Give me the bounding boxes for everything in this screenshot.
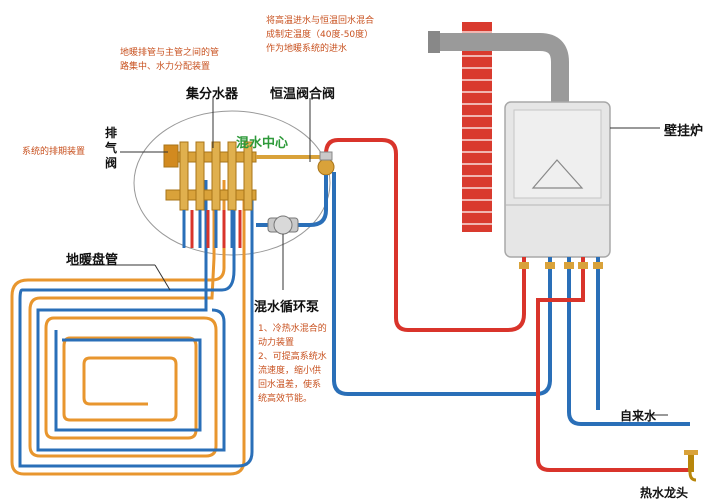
- manifold: [163, 141, 257, 248]
- valve-note-line: 作为地暖系统的进水: [266, 44, 348, 54]
- leader-lines: [70, 98, 668, 416]
- cold-return-pipe: [256, 175, 328, 227]
- hot-supply-pipe: [324, 138, 526, 332]
- exhaust-valve-label: 排 气 阀: [104, 126, 118, 171]
- mixing-center-label: 混水中心: [236, 136, 289, 151]
- circulation-pump: [267, 215, 299, 235]
- manifold-label: 集分水器: [186, 87, 239, 102]
- valve-note: 将高温进水与恒温回水混合 成制定温度（40度-50度） 作为地暖系统的进水: [266, 14, 374, 56]
- return-to-boiler-pipe: [332, 172, 552, 396]
- hot-water-tap-icon: [684, 450, 698, 482]
- mixing-valve: [317, 151, 335, 176]
- hot-tap-label: 热水龙头: [640, 486, 689, 500]
- pump-label: 混水循环泵: [254, 300, 320, 315]
- pump-note-line: 动力装置: [258, 338, 295, 348]
- floor-coil-blue: [18, 180, 254, 468]
- floor-coil-label: 地暖盘管: [66, 253, 119, 268]
- tap-water-pipe: [567, 270, 690, 426]
- exhaust-char-3: 阀: [104, 156, 117, 170]
- flue-cap: [428, 31, 440, 53]
- pump-note-line: 回水温差，使系: [258, 380, 322, 390]
- mixing-center-outline: [133, 110, 331, 256]
- boiler-label: 壁挂炉: [664, 124, 704, 139]
- manifold-note-line: 地暖排管与主管之间的管: [120, 48, 220, 58]
- valve-note-line: 成制定温度（40度-50度）: [266, 30, 374, 40]
- flue-pipe: [436, 33, 569, 112]
- valve-note-line: 将高温进水与恒温回水混合: [266, 16, 375, 26]
- exhaust-char-2: 气: [104, 141, 117, 155]
- boiler: [504, 101, 611, 258]
- manifold-note: 地暖排管与主管之间的管 路集中、水力分配装置: [120, 46, 219, 74]
- exhaust-note: 系统的排期装置: [22, 147, 86, 157]
- pump-note-line: 流速度，缩小供: [258, 366, 322, 376]
- exhaust-char-1: 排: [104, 126, 117, 140]
- pump-note-line: 2、可提高系统水: [258, 352, 327, 362]
- chimney: [462, 22, 492, 232]
- hot-water-pipe: [536, 270, 690, 472]
- mixing-valve-label: 恒温阀合阀: [270, 87, 336, 102]
- pump-note: 1、冷热水混合的 动力装置 2、可提高系统水 流速度，缩小供 回水温差，使系 统…: [258, 322, 327, 406]
- pump-note-line: 统高效节能。: [258, 394, 313, 404]
- boiler-fittings: [519, 257, 603, 270]
- pump-note-line: 1、冷热水混合的: [258, 324, 327, 334]
- tap-water-label: 自来水: [620, 409, 657, 423]
- manifold-note-line: 路集中、水力分配装置: [120, 62, 211, 72]
